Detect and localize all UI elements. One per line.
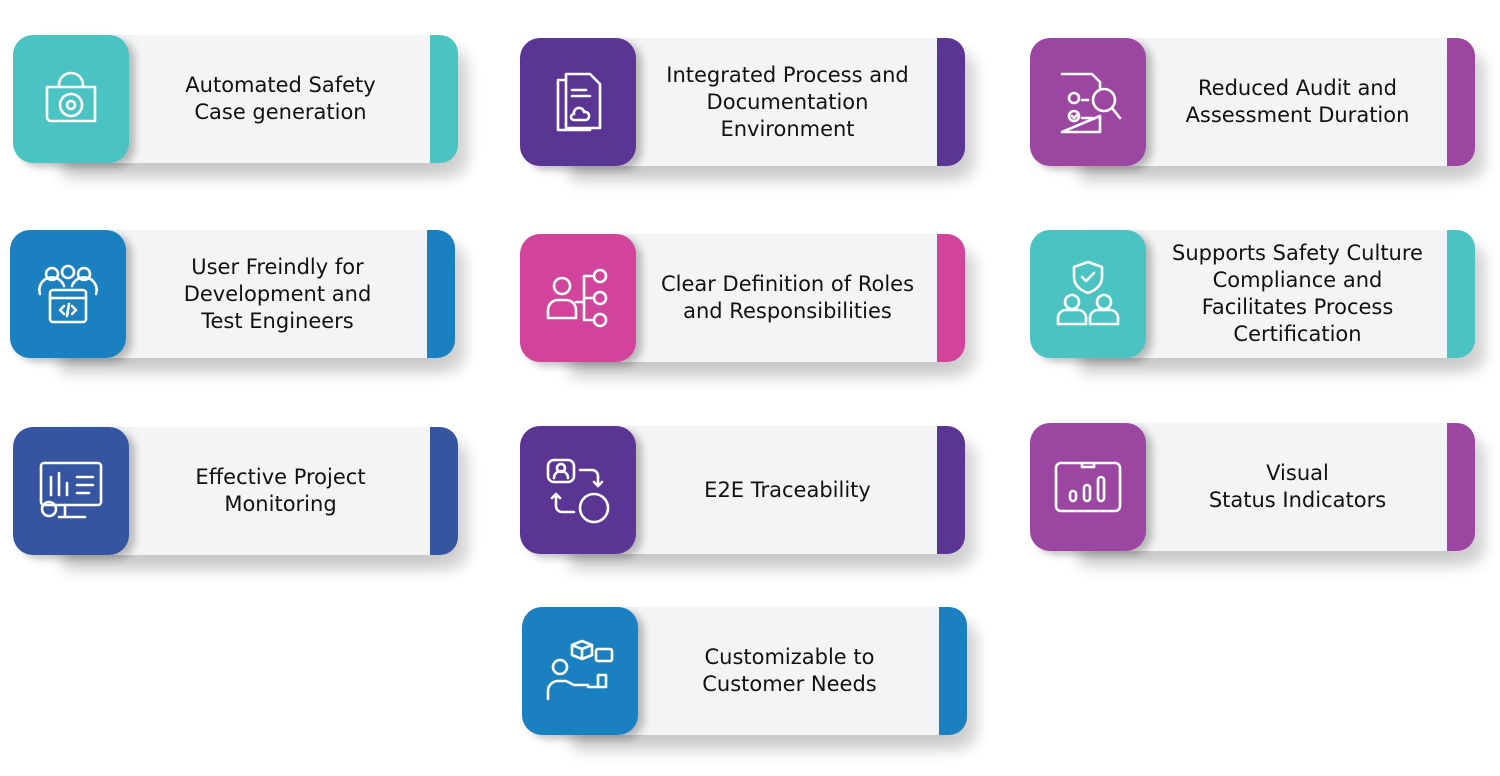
card-label: E2E Traceability: [704, 477, 871, 502]
card-label: Customizable to Customer Needs: [702, 645, 877, 696]
card-label: Supports Safety Culture Compliance and F…: [1172, 241, 1423, 346]
card-label: Automated Safety Case generation: [185, 73, 376, 124]
card-safety-culture: Supports Safety Culture Compliance and F…: [1030, 230, 1475, 358]
card-label: Effective Project Monitoring: [195, 465, 366, 516]
person-gears-icon: [520, 234, 636, 362]
card-clear-definition: Clear Definition of Roles and Responsibi…: [520, 234, 965, 362]
card-project-monitoring: Effective Project Monitoring: [13, 427, 458, 555]
documents-cloud-icon: [520, 38, 636, 166]
customer-box-rating-icon: [522, 607, 638, 735]
checklist-magnifier-icon: [1030, 38, 1146, 166]
card-cap: [427, 230, 455, 358]
card-automated-safety-case: Automated Safety Case generation: [13, 35, 458, 163]
team-code-icon: [10, 230, 126, 358]
card-cap: [937, 426, 965, 554]
card-integrated-process: Integrated Process and Documentation Env…: [520, 38, 965, 166]
user-globe-arrows-icon: [520, 426, 636, 554]
card-label: Reduced Audit and Assessment Duration: [1185, 76, 1410, 127]
card-cap: [937, 38, 965, 166]
card-label: Clear Definition of Roles and Responsibi…: [660, 272, 915, 323]
card-user-friendly: User Freindly for Development and Test E…: [10, 230, 455, 358]
card-cap: [1447, 423, 1475, 551]
card-customizable: Customizable to Customer Needs: [522, 607, 967, 735]
card-reduced-audit: Reduced Audit and Assessment Duration: [1030, 38, 1475, 166]
card-e2e-traceability: E2E Traceability: [520, 426, 965, 554]
card-cap: [430, 427, 458, 555]
status-bars-icon: [1030, 423, 1146, 551]
card-label: User Freindly for Development and Test E…: [183, 254, 372, 333]
monitor-chart-icon: [13, 427, 129, 555]
card-cap: [1447, 38, 1475, 166]
card-cap: [939, 607, 967, 735]
card-label: Visual Status Indicators: [1208, 461, 1387, 512]
card-cap: [1447, 230, 1475, 358]
lock-gear-icon: [13, 35, 129, 163]
card-cap: [430, 35, 458, 163]
card-visual-status: Visual Status Indicators: [1030, 423, 1475, 551]
card-label: Integrated Process and Documentation Env…: [666, 62, 909, 141]
card-cap: [937, 234, 965, 362]
shield-workers-icon: [1030, 230, 1146, 358]
